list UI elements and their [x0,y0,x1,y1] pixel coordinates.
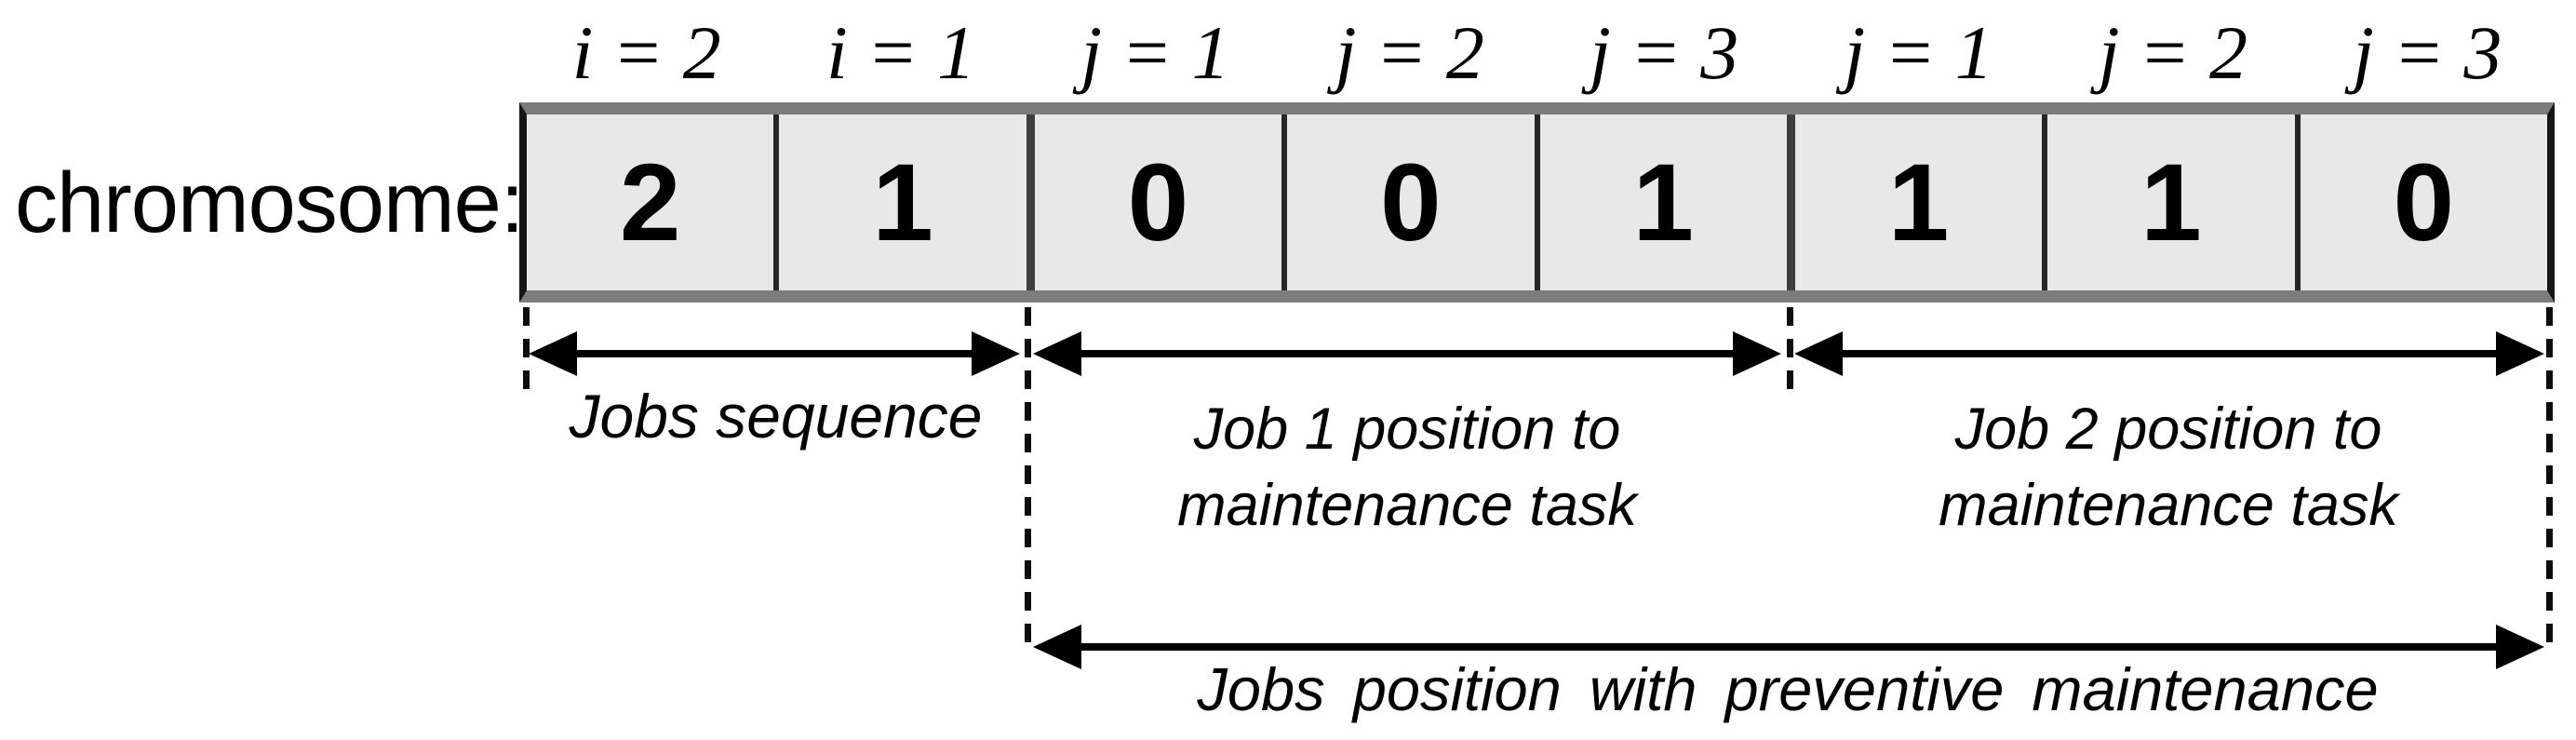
arrowhead-right-icon [2496,331,2544,376]
index-header: j = 2 [1335,10,1484,95]
arrowhead-right-icon [972,331,1020,376]
gene-cell: 1 [2047,114,2301,290]
index-header: j = 3 [2353,10,2502,95]
chromosome-row-label: chromosome: [15,155,524,250]
double-arrow-job1-region [1033,331,1781,376]
bottom-span-label: Jobs position with preventive maintenanc… [1197,655,2379,723]
gene-cell: 0 [1287,114,1540,290]
gene-cell: 2 [527,114,780,290]
dashed-separator-right [2546,307,2553,650]
gene-cell: 1 [1795,114,2048,290]
double-arrow-jobs-sequence [529,331,1020,376]
arrowhead-right-icon [1733,331,1781,376]
dashed-separator-left [523,307,530,397]
arrow-shaft [1833,350,2505,357]
index-header: j = 3 [1590,10,1739,95]
region-label-job2-position: Job 2 position to maintenance task [1939,397,2398,538]
region-label-job1-position: Job 1 position to maintenance task [1177,397,1637,538]
index-header: j = 1 [1844,10,1993,95]
chromosome-cell-row: 2 1 0 0 1 1 1 0 [519,102,2555,303]
gene-cell: 0 [2393,141,2455,264]
arrow-shaft [568,350,981,357]
index-header: i = 2 [571,10,721,95]
region-label-jobs-sequence: Jobs sequence [569,382,983,451]
gene-cell: 1 [779,114,1035,290]
double-arrow-job2-region [1794,331,2544,376]
arrowhead-right-icon [2496,625,2544,669]
arrow-shaft [1072,643,2505,651]
double-arrow-preventive-maintenance-span [1033,625,2544,669]
gene-cell: 0 [1035,114,1288,290]
index-header: j = 1 [1080,10,1230,95]
index-header: i = 1 [826,10,976,95]
gene-cell: 1 [1540,114,1795,290]
index-headers-row: i = 2 i = 1 j = 1 j = 2 j = 3 j = 1 j = … [519,4,2555,97]
arrow-shaft [1072,350,1742,357]
dashed-separator-between-jobs [1787,307,1793,397]
index-header: j = 2 [2098,10,2247,95]
dashed-separator-after-sequence [1025,307,1031,650]
